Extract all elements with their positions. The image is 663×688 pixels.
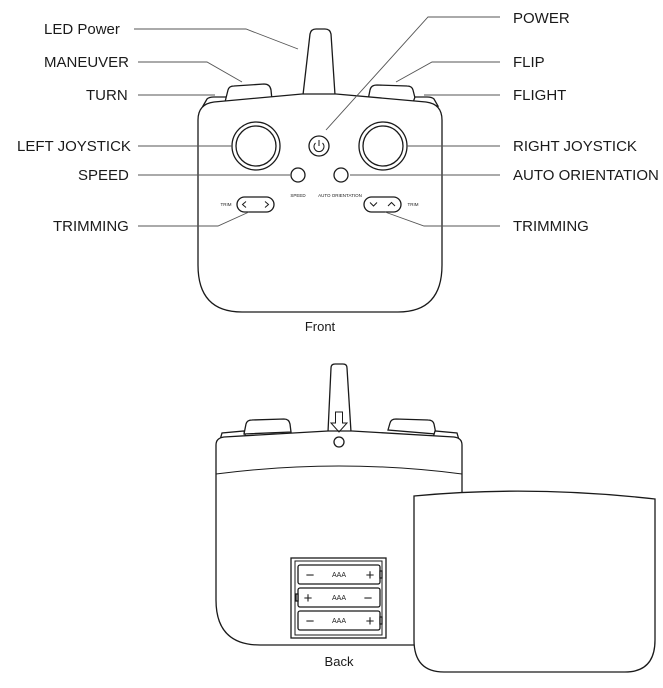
chevron-down-icon (369, 202, 378, 207)
battery-2-left-sign: + (304, 590, 313, 607)
caption-back: Back (325, 654, 354, 669)
label-power: POWER (513, 10, 570, 27)
back-seam (215, 465, 463, 475)
label-speed: SPEED (78, 167, 129, 184)
front-body (197, 93, 443, 313)
battery-3-right-sign: + (366, 613, 375, 630)
chevron-up-icon (387, 201, 396, 207)
trimming-right-leader (384, 211, 500, 227)
label-flip: FLIP (513, 54, 545, 71)
left-joystick (235, 125, 277, 167)
battery-3-left-sign: − (306, 613, 315, 630)
label-turn: TURN (86, 87, 128, 104)
arrow-down-icon (329, 411, 349, 433)
label-auto-orientation: AUTO ORIENTATION (513, 167, 659, 184)
led-power-leader (134, 28, 299, 50)
battery-cover (413, 490, 656, 673)
label-led-power: LED Power (44, 21, 120, 38)
flip-leader (395, 61, 500, 83)
trim-left-body-text: TRIM (221, 202, 232, 207)
front-view: SPEED AUTO ORIENTATION TRIM TRIM LED Pow… (17, 10, 659, 334)
power-icon (313, 140, 325, 152)
battery-3: − AAA + (297, 610, 383, 631)
chevron-left-icon (241, 201, 247, 208)
back-right-shoulder (387, 418, 437, 435)
chevron-right-icon (264, 201, 270, 208)
battery-3-label: AAA (332, 618, 346, 625)
battery-compartment-inner (294, 560, 383, 636)
battery-2-label: AAA (332, 595, 346, 602)
battery-1: − AAA + (297, 564, 383, 585)
right-trim-button (363, 196, 402, 213)
right-joystick (362, 125, 404, 167)
maneuver-leader (138, 61, 243, 83)
auto-orientation-button (333, 167, 349, 183)
battery-2-right-sign: − (364, 590, 373, 607)
back-antenna (327, 363, 352, 433)
speed-body-text: SPEED (290, 193, 306, 198)
trimming-left-leader (138, 211, 250, 227)
label-left-joystick: LEFT JOYSTICK (17, 138, 131, 155)
antenna (302, 28, 336, 96)
label-flight: FLIGHT (513, 87, 566, 104)
label-maneuver: MANEUVER (44, 54, 129, 71)
battery-2: + AAA − (295, 587, 381, 608)
auto-orientation-body-text: AUTO ORIENTATION (318, 193, 362, 198)
left-trim-button (236, 196, 275, 213)
battery-1-right-sign: + (366, 567, 375, 584)
label-trimming-right: TRIMMING (513, 218, 589, 235)
label-trimming-left: TRIMMING (53, 218, 129, 235)
battery-1-left-sign: − (306, 567, 315, 584)
power-leader (325, 16, 500, 131)
caption-front: Front (305, 319, 336, 334)
back-view: − AAA + + AAA − − AAA + Back (215, 363, 656, 673)
back-left-shoulder (243, 418, 292, 435)
speed-button (290, 167, 306, 183)
trim-right-body-text: TRIM (408, 202, 419, 207)
battery-1-label: AAA (332, 572, 346, 579)
back-led (333, 436, 345, 448)
label-right-joystick: RIGHT JOYSTICK (513, 138, 637, 155)
